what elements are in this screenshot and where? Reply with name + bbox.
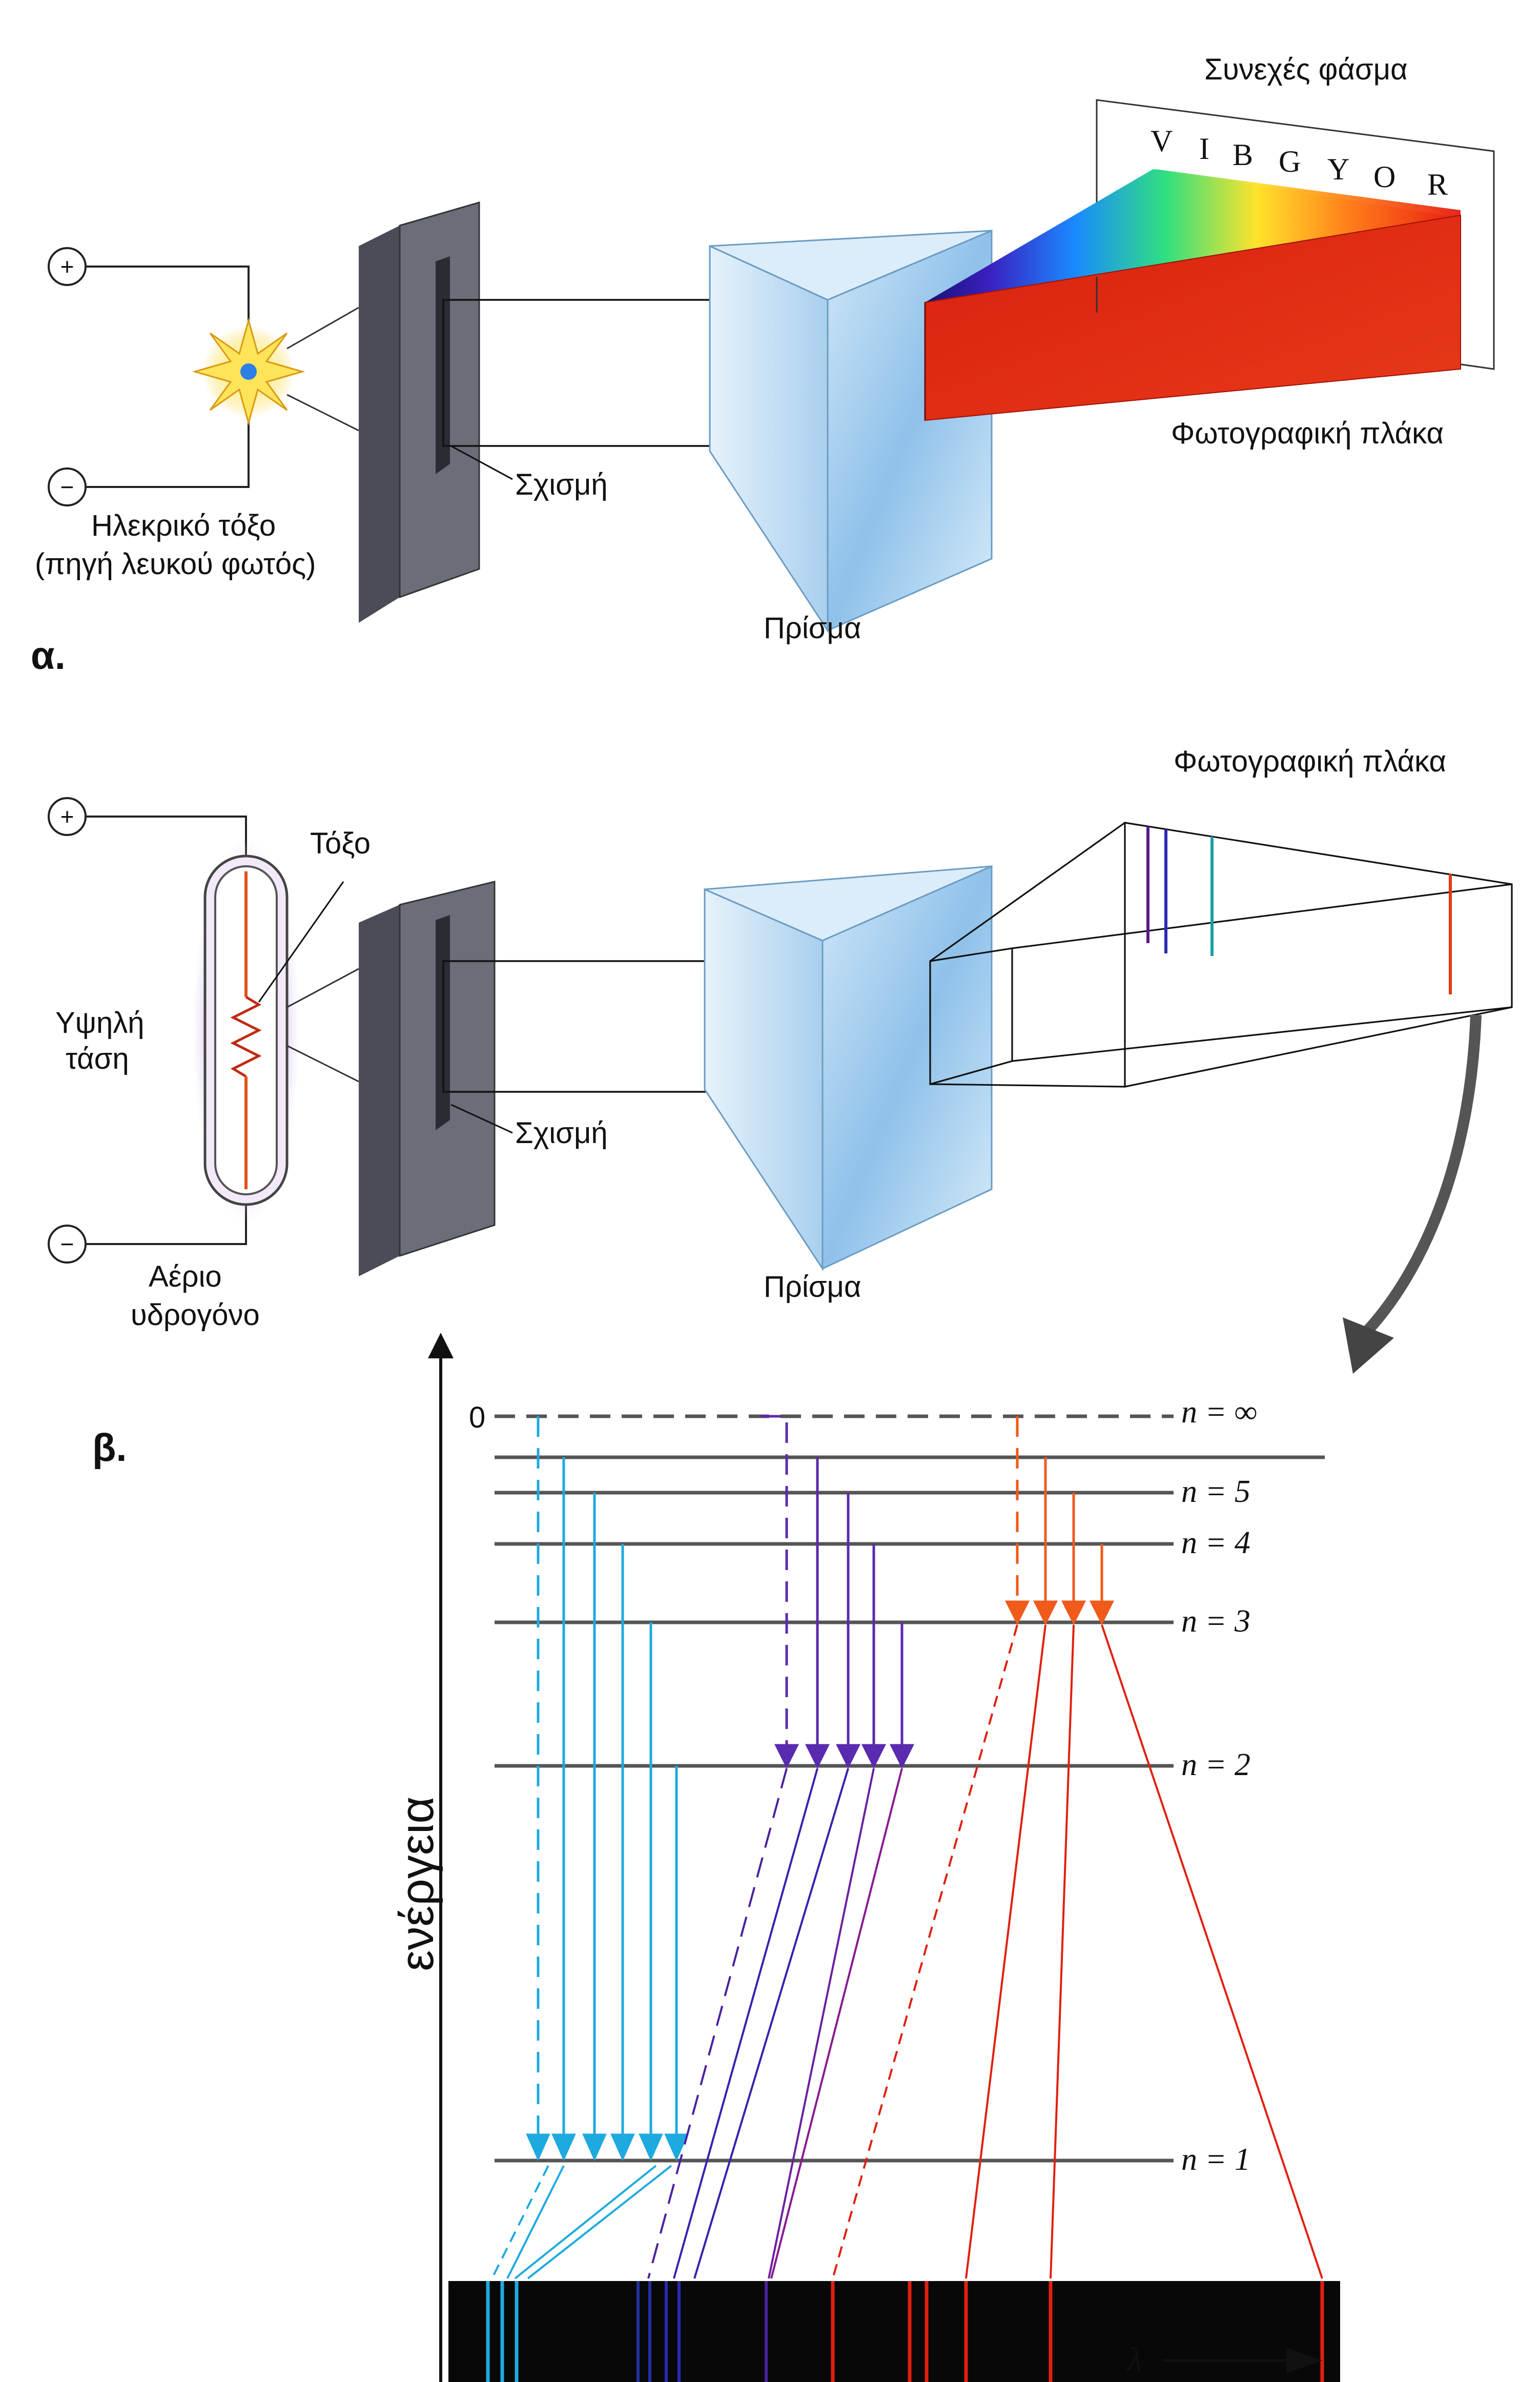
- emission-spectrum-strip: [448, 2281, 1340, 2382]
- paschen-series-arrows: [1004, 1416, 1115, 1625]
- continuous-spectrum-label: Συνεχές φάσμα: [1204, 53, 1408, 86]
- vibgyor-b: B: [1233, 138, 1253, 172]
- balmer-series-arrows: [761, 1415, 915, 1769]
- panel-b-label: β.: [92, 1426, 127, 1470]
- prism-label-b: Πρίσμα: [764, 1270, 861, 1304]
- circuit-a: + −: [48, 247, 250, 506]
- light-beam-a: [442, 299, 747, 447]
- slit-label-a: Σχισμή: [515, 468, 608, 501]
- n-label-3: n = 3: [1181, 1604, 1250, 1639]
- n-label-2: n = 2: [1181, 1747, 1250, 1782]
- vibgyor-g: G: [1279, 145, 1301, 178]
- n-label-4: n = 4: [1181, 1525, 1250, 1560]
- prism-label-a: Πρίσμα: [764, 612, 861, 645]
- n-label-infinity: n = ∞: [1181, 1395, 1257, 1430]
- minus-symbol-b: −: [60, 1231, 74, 1257]
- gas-label-line2: υδρογόνο: [131, 1298, 260, 1332]
- prism-a: [709, 229, 993, 634]
- slit-label-b: Σχισμή: [515, 1116, 608, 1150]
- lyman-series-arrows: [526, 1416, 689, 2162]
- slit-plate-b: [359, 881, 496, 1276]
- energy-level-diagram: ενέργεια 0 n = ∞ n = 5 n = 4 n = 3 n = 2…: [391, 1333, 1340, 2382]
- plus-symbol-b: +: [60, 803, 74, 830]
- panel-a: + −: [31, 53, 1495, 678]
- photographic-plate-b: [929, 822, 1513, 1088]
- wavelength-arrow: λ: [1126, 2341, 1322, 2378]
- panel-b: + −: [48, 745, 1513, 1470]
- prism-b: [704, 865, 993, 1272]
- source-label-line2: (πηγή λευκού φωτός): [35, 547, 316, 581]
- vibgyor-r: R: [1427, 168, 1448, 201]
- panel-a-label: α.: [31, 634, 66, 678]
- energy-axis-label: ενέργεια: [391, 1796, 443, 1971]
- photographic-plate-label-b: Φωτογραφική πλάκα: [1174, 745, 1446, 778]
- plus-symbol-a: +: [60, 253, 74, 280]
- vibgyor-labels: V I B G Y O R: [1151, 124, 1448, 201]
- zero-label: 0: [469, 1401, 485, 1434]
- curved-arrow: [1343, 1014, 1482, 1374]
- source-label-line1: Ηλεκρικό τόξο: [91, 509, 276, 542]
- vibgyor-y: Y: [1327, 152, 1349, 186]
- vibgyor-v: V: [1151, 124, 1173, 158]
- wavelength-label: λ: [1126, 2341, 1142, 2378]
- voltage-label-line1: Υψηλή: [55, 1006, 145, 1040]
- vibgyor-o: O: [1373, 160, 1395, 194]
- arc-label: Τόξο: [310, 827, 371, 860]
- voltage-label-line2: τάση: [66, 1042, 129, 1075]
- photographic-plate-label-a: Φωτογραφική πλάκα: [1171, 417, 1444, 450]
- hydrogen-discharge-tube: [192, 838, 359, 1223]
- n-label-5: n = 5: [1181, 1474, 1250, 1509]
- projection-lines: [491, 1624, 1323, 2279]
- n-label-1: n = 1: [1181, 2142, 1250, 2177]
- slit-plate-a: [359, 201, 480, 623]
- gas-label-line1: Αέριο: [149, 1260, 222, 1293]
- minus-symbol-a: −: [60, 474, 74, 500]
- electric-arc-spark: [192, 307, 359, 432]
- vibgyor-i: I: [1199, 132, 1209, 166]
- continuous-spectrum-screen: [924, 99, 1495, 421]
